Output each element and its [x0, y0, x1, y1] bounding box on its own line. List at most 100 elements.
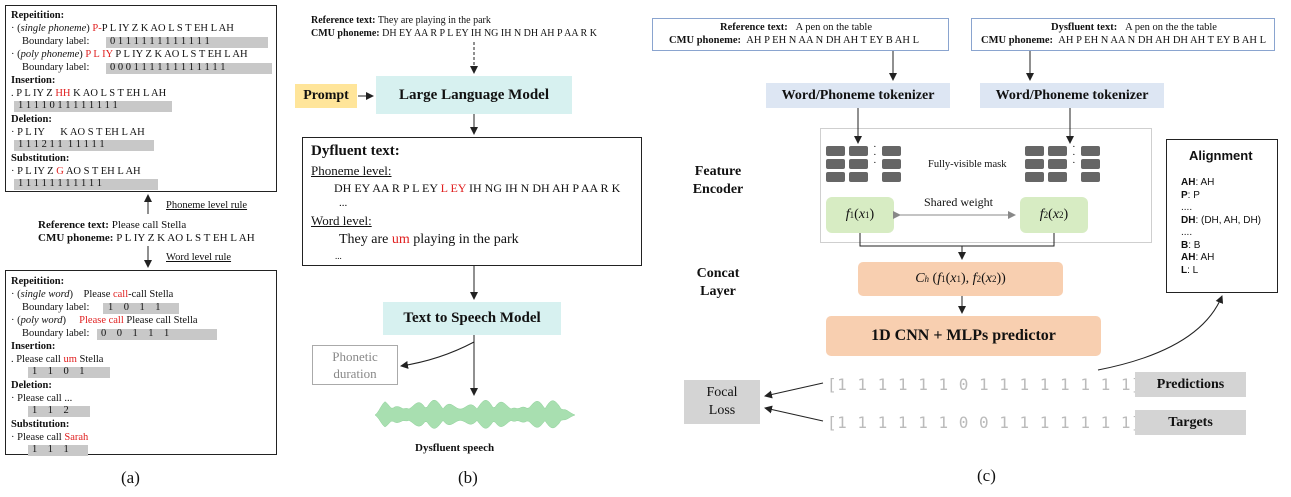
target-bits: [1 1 1 1 1 1 0 0 1 1 1 1 1 1 1]	[827, 413, 1142, 432]
token-block	[1025, 172, 1044, 182]
repetition-title: Repeitition:	[11, 276, 65, 287]
token-block	[1048, 159, 1067, 169]
word-rule-box	[5, 270, 277, 455]
feature-encoder-frame	[820, 128, 1152, 243]
cmu-phoneme: CMU phoneme: DH EY AA R P L EY IH NG IH …	[311, 28, 597, 39]
insertion-title: Insertion:	[11, 341, 56, 352]
ellipsis-icon: ···	[873, 141, 877, 169]
deletion-title: Deletion:	[11, 380, 52, 391]
boundary-label: Boundary label:	[22, 62, 90, 73]
token-block	[1081, 146, 1100, 156]
waveform-icon	[375, 399, 575, 429]
reference-text: Reference text: They are playing in the …	[311, 15, 491, 26]
token-block	[1048, 146, 1067, 156]
prediction-bits: [1 1 1 1 1 1 0 1 1 1 1 1 1 1 1]	[827, 375, 1142, 394]
rep-single-word-line: · (single word) Please call-call Stella	[11, 289, 174, 300]
tts-box: Text to Speech Model	[383, 302, 561, 335]
cnn-predictor-box: 1D CNN + MLPs predictor	[826, 316, 1101, 356]
llm-box: Large Language Model	[376, 76, 572, 114]
alignment-row: DH: (DH, AH, DH)	[1181, 214, 1262, 226]
token-block	[849, 172, 868, 182]
token-block	[849, 146, 868, 156]
dysfluent-speech-label: Dysfluent speech	[415, 442, 495, 454]
alignment-row: AH: AH	[1181, 177, 1215, 188]
token-block	[849, 159, 868, 169]
deletion-title: Deletion:	[11, 114, 52, 125]
caption-b: (b)	[458, 468, 478, 487]
deletion-line: · P L IY K AO S T EH L AH	[11, 127, 145, 138]
shared-weight-label: Shared weight	[924, 195, 993, 209]
boundary-bits: 0 0 1 1 1	[101, 328, 170, 339]
alignment-row: AH: AH	[1181, 252, 1215, 263]
reference-input-box	[652, 18, 949, 51]
token-block	[1081, 172, 1100, 182]
reference-cmu: CMU phoneme: AH P EH N AA N DH AH T EY B…	[669, 35, 919, 46]
token-block	[826, 159, 845, 169]
boundary-bits: 0 1 1 1 1 1 1 1 1 1 1 1 1	[110, 36, 210, 47]
token-block	[1025, 159, 1044, 169]
substitution-line: · Please call Sarah	[11, 432, 89, 443]
token-block	[1025, 146, 1044, 156]
predictions-box: Predictions	[1135, 372, 1246, 397]
token-block	[826, 172, 845, 182]
tokenizer-left: Word/Phoneme tokenizer	[766, 83, 950, 108]
phoneme-level-rule: Phoneme level rule	[166, 200, 248, 211]
rep-poly-word-line: · (poly word) Please call Please call St…	[11, 315, 198, 326]
dysfluent-text: Dysfluent text: A pen on the the table	[1051, 22, 1217, 33]
phoneme-level-text: DH EY AA R P L EY L EY IH NG IH N DH AH …	[334, 181, 621, 195]
word-level-label: Word level:	[311, 213, 372, 228]
token-block	[1081, 159, 1100, 169]
substitution-title: Substitution:	[11, 153, 70, 164]
boundary-label: Boundary label:	[22, 328, 90, 339]
phoneme-level-label: Phoneme level:	[311, 163, 392, 178]
prompt-box: Prompt	[295, 84, 357, 108]
deletion-bits: 1 1 1 2 1 1 1 1 1 1 1	[18, 139, 105, 150]
targets-box: Targets	[1135, 410, 1246, 435]
substitution-title: Substitution:	[11, 419, 70, 430]
boundary-bits: 1 0 1 1	[108, 302, 161, 313]
targ-to-loss-arrow	[764, 405, 824, 422]
reference-text: Reference text: A pen on the table	[720, 22, 872, 33]
word-level-text: They are um playing in the park	[339, 232, 519, 247]
boundary-bits: 0 0 0 1 1 1 1 1 1 1 1 1 1 1 1	[110, 62, 226, 73]
alignment-row: L: L	[1181, 264, 1199, 276]
alignment-row: B: B	[1181, 239, 1201, 251]
ellipsis: ...	[339, 197, 348, 209]
token-block	[826, 146, 845, 156]
fully-visible-mask-label: Fully-visible mask	[928, 159, 1007, 170]
boundary-label: Boundary label:	[22, 302, 90, 313]
insertion-title: Insertion:	[11, 75, 56, 86]
substitution-line: · P L IY Z G AO S T EH L AH	[11, 166, 141, 177]
word-level-rule: Word level rule	[166, 252, 232, 263]
insertion-bits: 1 1 1 1 0 1 1 1 1 1 1 1 1	[18, 100, 118, 111]
repetition-title: Repeitition:	[11, 10, 65, 21]
alignment-row: ....	[1181, 227, 1193, 238]
token-block	[882, 159, 901, 169]
deletion-bits: 1 1 2	[32, 405, 69, 416]
rep-poly-line: · (poly phoneme) P L IY P L IY Z K AO L …	[11, 49, 248, 60]
substitution-bits: 1 1 1	[32, 444, 69, 455]
boundary-label: Boundary label:	[22, 36, 90, 47]
dysfluent-title: Dyfluent text:	[311, 143, 400, 159]
substitution-bits: 1 1 1 1 1 1 1 1 1 1 1	[18, 178, 102, 189]
alignment-box	[1166, 139, 1278, 293]
token-block	[882, 172, 901, 182]
token-block	[882, 146, 901, 156]
cmu-phoneme: CMU phoneme: P L IY Z K AO L S T EH L AH	[38, 232, 255, 244]
alignment-row: ....	[1181, 202, 1193, 213]
alignment-title: Alignment	[1189, 148, 1253, 163]
caption-a: (a)	[121, 468, 140, 487]
alignment-row: P: P	[1181, 189, 1200, 201]
reference-text: Reference text: Please call Stella	[38, 219, 187, 231]
token-block	[1048, 172, 1067, 182]
phoneme-rule-box	[5, 5, 277, 192]
insertion-line: . P L IY Z HH K AO L S T EH L AH	[11, 88, 167, 99]
duration-arrow	[400, 341, 475, 369]
